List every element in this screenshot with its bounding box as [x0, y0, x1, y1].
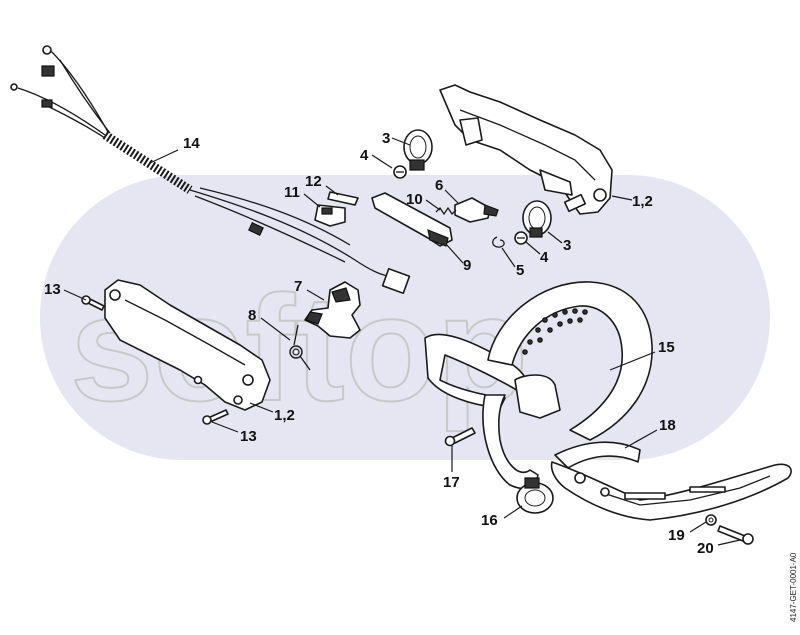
part-14-wiring-harness — [10, 45, 411, 295]
callout-8: 8 — [248, 307, 256, 324]
callout-10: 10 — [406, 191, 423, 208]
callout-3-right: 3 — [563, 237, 571, 254]
callout-19: 19 — [668, 527, 685, 544]
part-11-switch — [314, 204, 346, 227]
part-3-clamp-right — [522, 200, 552, 238]
callout-9: 9 — [463, 257, 471, 274]
callout-6: 6 — [435, 177, 443, 194]
part-1-2-upper-handle-housing — [439, 84, 613, 215]
callout-13-top: 13 — [44, 281, 61, 298]
part-20-bolt — [717, 525, 754, 545]
callout-4-top: 4 — [360, 147, 369, 164]
callout-13-bottom: 13 — [240, 428, 257, 445]
callout-11: 11 — [284, 184, 300, 201]
leader-lines — [63, 137, 741, 546]
part-7-throttle-trigger — [304, 281, 361, 339]
callout-1-2-right: 1,2 — [632, 193, 653, 210]
part-1-2-left-handle-housing — [104, 279, 271, 411]
callout-1-2-left: 1,2 — [274, 407, 295, 424]
part-4-screw-top — [393, 165, 407, 179]
callout-16: 16 — [481, 512, 498, 529]
callout-20: 20 — [697, 540, 714, 557]
callout-14: 14 — [183, 135, 200, 152]
part-18-grip-plate — [554, 441, 641, 469]
part-4-screw-right — [514, 231, 528, 245]
part-5-spring-clip — [492, 236, 505, 248]
callout-5: 5 — [516, 262, 524, 279]
part-10-spring — [435, 206, 457, 216]
part-19-washer — [705, 514, 717, 526]
part-17-screw — [444, 427, 476, 447]
part-16-clamp — [516, 477, 554, 514]
callout-4-right: 4 — [540, 249, 549, 266]
part-3-clamp-top — [403, 129, 433, 171]
part-12-strip — [327, 191, 359, 206]
callout-7: 7 — [294, 278, 302, 295]
part-6-lever — [454, 197, 499, 223]
loop-handle-perforations — [522, 308, 588, 355]
part-8-torsion-spring — [289, 324, 311, 371]
callout-17: 17 — [443, 474, 460, 491]
callout-labels: 14 3 4 12 11 6 10 9 5 4 3 1,2 13 7 8 1,2… — [44, 130, 714, 557]
callout-15: 15 — [658, 339, 675, 356]
callout-12: 12 — [305, 173, 322, 190]
part-15-loop-handle — [424, 281, 653, 490]
part-13-screw-bottom — [202, 409, 229, 425]
callout-18: 18 — [659, 417, 676, 434]
document-id: 4147-GET-0001-A0 — [789, 552, 798, 622]
part-9-slide-bar — [371, 192, 453, 247]
part-bottom-lever — [550, 461, 792, 521]
callout-3-top: 3 — [382, 130, 390, 147]
